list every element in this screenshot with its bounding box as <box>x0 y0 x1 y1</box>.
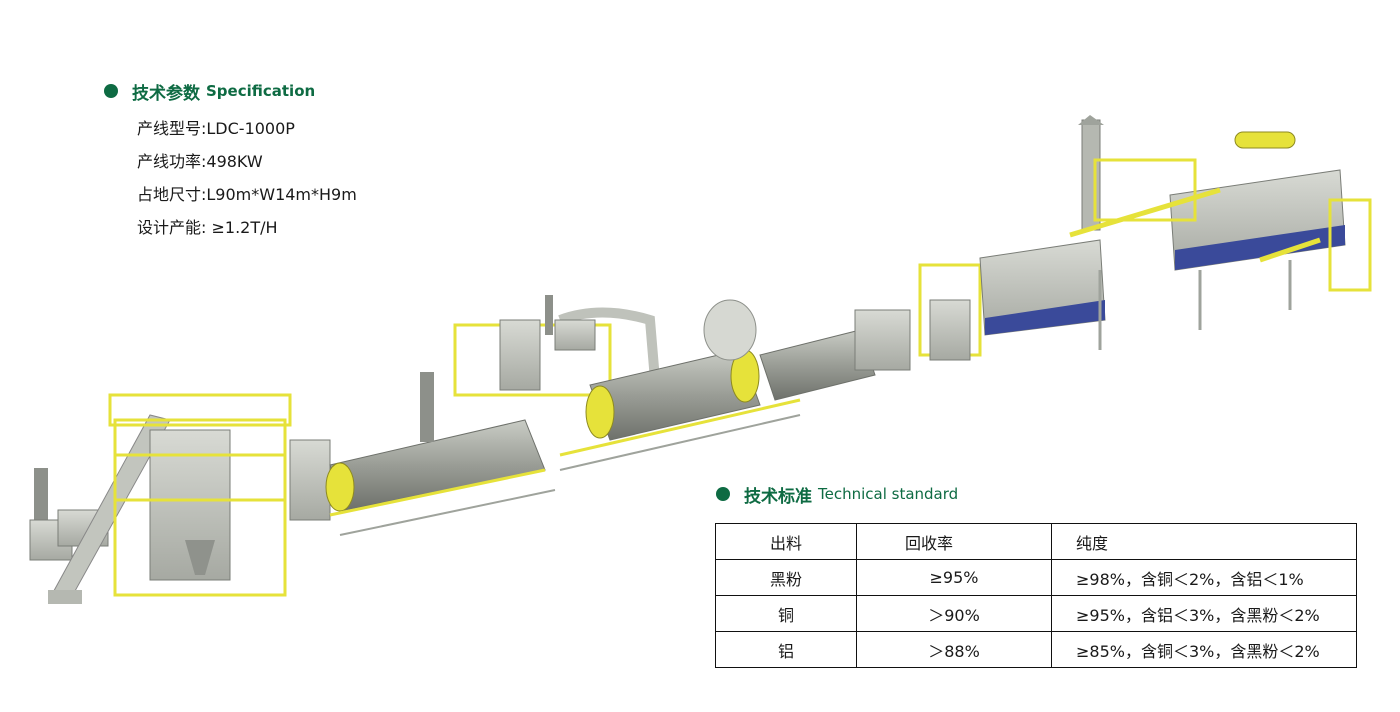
table-header-cell: 纯度 <box>1051 523 1357 560</box>
table-cell: 铝 <box>715 631 857 668</box>
specification-title-en: Specification <box>206 82 316 100</box>
spec-line-model: 产线型号:LDC-1000P <box>137 119 295 138</box>
spec-line-power: 产线功率:498KW <box>137 152 263 171</box>
specification-title-cn: 技术参数 <box>132 83 200 104</box>
table-cell: ≥98%，含铜＜2%，含铝＜1% <box>1051 559 1357 596</box>
table-header-cell: 出料 <box>715 523 857 560</box>
table-row: 黑粉 ≥95% ≥98%，含铜＜2%，含铝＜1% <box>715 559 1357 596</box>
feeding-station <box>29 393 292 604</box>
table-row: 铜 ＞90% ≥95%，含铝＜3%，含黑粉＜2% <box>715 595 1357 632</box>
bullet-icon <box>716 487 730 501</box>
table-cell: ＞88% <box>856 631 1052 668</box>
technical-standard-title-cn: 技术标准 <box>744 486 812 507</box>
rotary-kiln-1 <box>289 372 556 536</box>
technical-standard-title-en: Technical standard <box>818 485 959 503</box>
specification-section: 技术参数 Specification 产线型号:LDC-1000P 产线功率:4… <box>104 78 357 244</box>
rotary-kiln-2 <box>559 299 876 471</box>
table-cell: ≥95%，含铝＜3%，含黑粉＜2% <box>1051 595 1357 632</box>
table-cell: ≥85%，含铜＜3%，含黑粉＜2% <box>1051 631 1357 668</box>
spec-line-capacity: 设计产能: ≥1.2T/H <box>137 218 278 237</box>
sorting-block <box>979 115 1372 350</box>
specification-list: 产线型号:LDC-1000P 产线功率:498KW 占地尺寸:L90m*W14m… <box>137 112 357 244</box>
table-cell: 黑粉 <box>715 559 857 596</box>
table-header-row: 出料 回收率 纯度 <box>715 523 1357 560</box>
separator-unit <box>854 263 982 371</box>
technical-standard-heading: 技术标准 Technical standard <box>716 481 958 507</box>
spec-line-size: 占地尺寸:L90m*W14m*H9m <box>137 185 357 204</box>
table-cell: 铜 <box>715 595 857 632</box>
technical-standard-table: 出料 回收率 纯度 黑粉 ≥95% ≥98%，含铜＜2%，含铝＜1% 铜 ＞90… <box>715 523 1357 668</box>
specification-heading: 技术参数 Specification <box>104 78 357 104</box>
cyclone-duct-group <box>453 295 660 397</box>
table-header-cell: 回收率 <box>856 523 1052 560</box>
table-cell: ＞90% <box>856 595 1052 632</box>
table-row: 铝 ＞88% ≥85%，含铜＜3%，含黑粉＜2% <box>715 631 1357 668</box>
table-cell: ≥95% <box>856 559 1052 596</box>
bullet-icon <box>104 84 118 98</box>
